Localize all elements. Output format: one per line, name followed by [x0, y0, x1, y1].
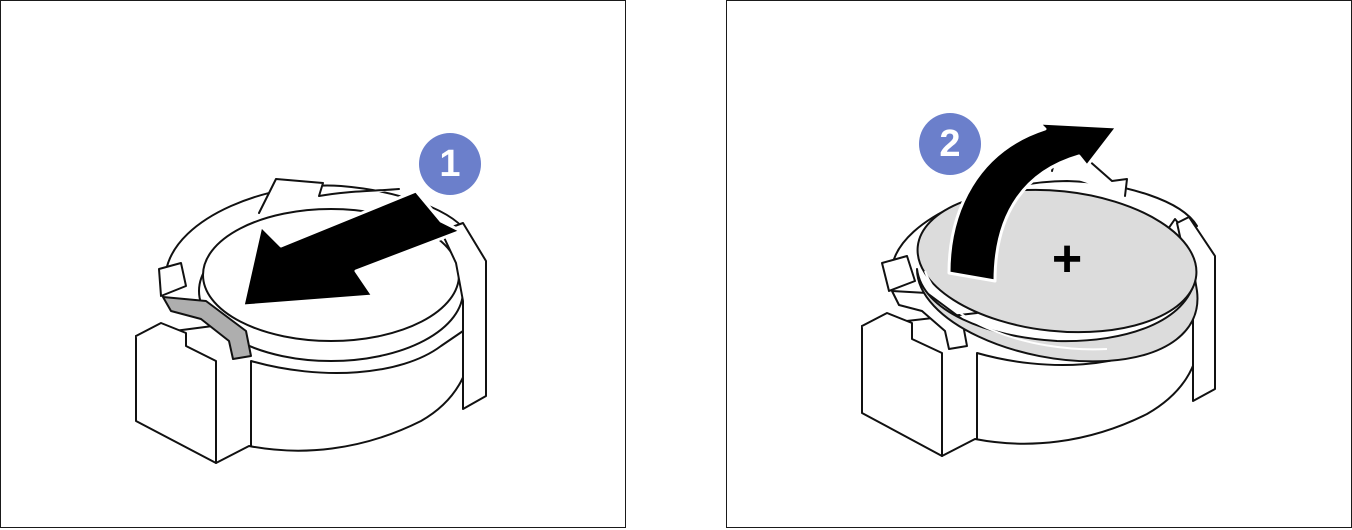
push-arrow-icon: [241, 189, 463, 308]
holder-base-inner: [250, 330, 464, 447]
holder-rear-tab: [258, 178, 400, 214]
latch: [891, 290, 968, 350]
plus-icon: +: [1052, 230, 1082, 288]
holder-right-clip: [440, 222, 487, 410]
step-1-label: 1: [439, 143, 461, 185]
step-1-panel: 1: [0, 0, 626, 528]
step-2-label: 2: [939, 123, 961, 165]
curved-lift-arrow-icon: [947, 121, 1119, 283]
battery-holder-illustration-step-1: [135, 178, 487, 464]
step-badge-icon: 2: [919, 113, 981, 175]
step-2-panel: + 2: [726, 0, 1352, 528]
battery-holder-illustration-step-2: +: [861, 121, 1216, 457]
step-badge-icon: 1: [419, 133, 481, 195]
latch-housing: [861, 312, 943, 457]
battery-rim-highlight: [924, 270, 1108, 351]
latch: [162, 296, 252, 360]
latch-post: [158, 262, 187, 297]
latch-post: [881, 255, 916, 292]
latch-housing: [135, 322, 217, 464]
